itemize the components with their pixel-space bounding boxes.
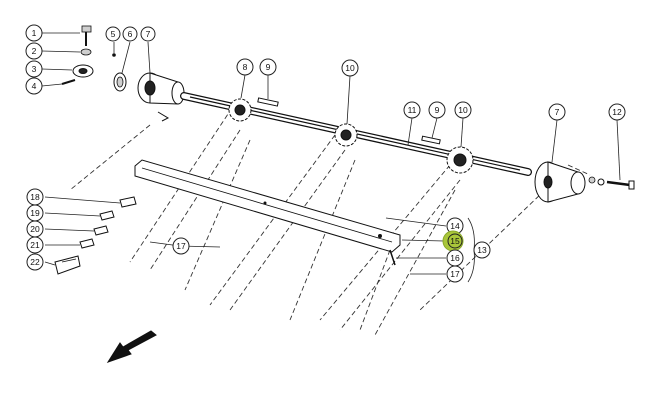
svg-text:9: 9 (435, 105, 440, 115)
svg-text:20: 20 (30, 224, 40, 234)
callout-19: 19 (26, 204, 44, 222)
part-scraper-bar (134, 159, 401, 266)
part-bearing-housing-right (534, 161, 591, 203)
part-sprocket-8 (228, 98, 252, 122)
part-clip-21 (79, 238, 95, 249)
callout-11: 11 (403, 101, 421, 119)
part-pin-5 (112, 53, 116, 57)
svg-text:12: 12 (612, 107, 622, 117)
part-clip-20 (93, 225, 109, 236)
svg-text:19: 19 (30, 208, 40, 218)
part-lock-collar-3 (72, 64, 94, 78)
callout-6: 6 (122, 26, 138, 42)
callout-15-highlighted: 15 (442, 230, 464, 252)
travel-direction-arrow-icon (106, 330, 157, 363)
callout-20: 20 (26, 220, 44, 238)
callout-4: 4 (25, 77, 43, 95)
callout-9-right: 9 (428, 101, 446, 119)
svg-text:17: 17 (450, 269, 460, 279)
svg-text:21: 21 (30, 240, 40, 250)
part-sprocket-10-center (334, 123, 358, 147)
callout-1: 1 (25, 24, 43, 42)
svg-text:2: 2 (32, 46, 37, 56)
callout-17-right: 17 (446, 265, 464, 283)
svg-text:15: 15 (450, 236, 460, 246)
part-clip-22 (54, 255, 81, 275)
leader-lines (41, 32, 621, 283)
svg-text:6: 6 (128, 29, 133, 39)
callout-22: 22 (26, 253, 44, 271)
callout-12: 12 (608, 103, 626, 121)
part-washer-2 (80, 48, 92, 56)
callout-17-left: 17 (172, 237, 190, 255)
svg-text:11: 11 (408, 105, 417, 115)
callout-18: 18 (26, 188, 44, 206)
part-bearing-housing-left (137, 72, 185, 122)
callout-8: 8 (236, 58, 254, 76)
part-screw-4 (61, 79, 76, 85)
svg-text:22: 22 (30, 257, 40, 267)
callout-13: 13 (473, 241, 491, 259)
part-bolt-1 (81, 25, 92, 46)
svg-text:9: 9 (266, 62, 271, 72)
callout-21: 21 (26, 236, 44, 254)
svg-text:3: 3 (32, 64, 37, 74)
callout-5: 5 (105, 26, 121, 42)
svg-text:10: 10 (345, 63, 355, 73)
part-clip-18 (119, 196, 137, 208)
callout-3: 3 (25, 60, 43, 78)
svg-text:5: 5 (111, 29, 116, 39)
svg-text:13: 13 (477, 245, 487, 255)
svg-text:10: 10 (458, 105, 468, 115)
part-sprocket-10-right (446, 146, 474, 174)
svg-text:8: 8 (243, 62, 248, 72)
callout-7-left: 7 (140, 26, 156, 42)
callout-10-right: 10 (454, 101, 472, 119)
part-bushing-6 (113, 72, 127, 92)
svg-text:1: 1 (32, 28, 37, 38)
callout-10-center: 10 (341, 59, 359, 77)
svg-text:18: 18 (30, 192, 40, 202)
svg-text:4: 4 (32, 81, 37, 91)
part-clip-19 (99, 210, 115, 221)
callout-7-right: 7 (548, 103, 566, 121)
svg-text:7: 7 (146, 29, 151, 39)
svg-text:14: 14 (450, 221, 460, 231)
part-key-9-right (421, 135, 441, 145)
svg-text:17: 17 (176, 241, 186, 251)
part-key-9-left (257, 97, 279, 107)
part-bolt-12 (588, 176, 635, 190)
callout-16: 16 (446, 249, 464, 267)
svg-text:7: 7 (555, 107, 560, 117)
callout-9-left: 9 (259, 58, 277, 76)
svg-text:16: 16 (450, 253, 460, 263)
callout-2: 2 (25, 42, 43, 60)
